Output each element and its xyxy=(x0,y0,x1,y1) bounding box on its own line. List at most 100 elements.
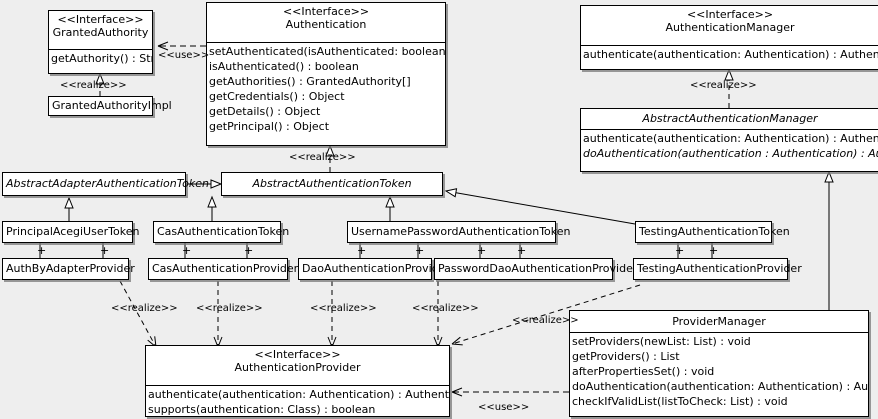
class-cas-authentication-token[interactable]: CasAuthenticationToken xyxy=(153,221,290,243)
class-abstract-authentication-manager[interactable]: AbstractAuthenticationManager authentica… xyxy=(580,108,878,172)
class-name: DaoAuthenticationProvider xyxy=(302,262,450,275)
method: setProviders(newList: List) : void xyxy=(572,335,751,348)
class-header: AbstractAuthenticationToken xyxy=(222,173,442,195)
method: checkIfValidList(listToCheck: List) : vo… xyxy=(572,395,788,408)
class-authentication-provider[interactable]: <<Interface>> AuthenticationProvider aut… xyxy=(145,345,450,417)
class-members: authenticate(authentication: Authenticat… xyxy=(581,46,878,63)
stereotype: <<Interface>> xyxy=(57,13,144,26)
method: isAuthenticated() : boolean xyxy=(209,60,359,73)
class-username-password-authentication-token[interactable]: UsernamePasswordAuthenticationToken xyxy=(347,221,571,243)
class-granted-authority-impl[interactable]: GrantedAuthorityImpl xyxy=(48,96,172,116)
class-name: AbstractAuthenticationToken xyxy=(252,177,412,190)
class-header: PrincipalAcegiUserToken xyxy=(3,222,140,242)
class-members: authenticate(authentication: Authenticat… xyxy=(146,386,449,418)
class-name: PrincipalAcegiUserToken xyxy=(6,225,140,238)
edge-label-use-provider-manager: <<use>> xyxy=(478,402,530,413)
method: getPrincipal() : Object xyxy=(209,120,330,133)
class-name: UsernamePasswordAuthenticationToken xyxy=(351,225,571,238)
class-name: AuthenticationManager xyxy=(665,21,795,34)
association-marker: + xyxy=(415,244,425,257)
class-members: getAuthority() : String xyxy=(49,50,152,67)
edge-label-realize-dao-provider: <<realize>> xyxy=(310,303,377,314)
class-header: AbstractAuthenticationManager xyxy=(581,109,878,130)
class-members: setAuthenticated(isAuthenticated: boolea… xyxy=(207,43,445,135)
class-header: PasswordDaoAuthenticationProvider xyxy=(435,259,638,279)
class-abstract-adapter-authentication-token[interactable]: AbstractAdapterAuthenticationToken xyxy=(2,172,209,196)
association-marker: + xyxy=(709,244,719,257)
class-header: <<Interface>> AuthenticationManager xyxy=(581,6,878,46)
method: doAuthentication(authentication : Authen… xyxy=(583,147,878,160)
class-header: CasAuthenticationProvider xyxy=(149,259,299,279)
class-auth-by-adapter-provider[interactable]: AuthByAdapterProvider xyxy=(2,258,135,280)
class-principal-acegi-user-token[interactable]: PrincipalAcegiUserToken xyxy=(2,221,140,243)
method: authenticate(authentication: Authenticat… xyxy=(583,48,878,61)
stereotype: <<Interface>> xyxy=(282,5,370,18)
class-name: CasAuthenticationProvider xyxy=(152,262,299,275)
class-header: <<Interface>> Authentication xyxy=(207,3,445,43)
class-members: authenticate(authentication: Authenticat… xyxy=(581,130,878,162)
class-name: GrantedAuthorityImpl xyxy=(52,99,172,112)
class-password-dao-authentication-provider[interactable]: PasswordDaoAuthenticationProvider xyxy=(434,258,638,280)
class-granted-authority[interactable]: <<Interface>> GrantedAuthority getAuthor… xyxy=(48,10,153,74)
method: afterPropertiesSet() : void xyxy=(572,365,715,378)
class-name: ProviderManager xyxy=(672,315,766,328)
association-marker: + xyxy=(477,244,487,257)
class-header: ProviderManager xyxy=(570,311,868,333)
class-name: AbstractAdapterAuthenticationToken xyxy=(6,177,209,190)
association-marker: + xyxy=(100,244,110,257)
association-marker: + xyxy=(37,244,47,257)
class-dao-authentication-provider[interactable]: DaoAuthenticationProvider xyxy=(298,258,450,280)
association-marker: + xyxy=(357,244,367,257)
class-header: AbstractAdapterAuthenticationToken xyxy=(3,173,209,195)
method: doAuthentication(authentication: Authent… xyxy=(572,380,868,393)
edge-label-realize-testing-provider: <<realize>> xyxy=(512,315,579,326)
class-name: PasswordDaoAuthenticationProvider xyxy=(438,262,638,275)
class-header: GrantedAuthorityImpl xyxy=(49,97,172,115)
class-name: TestingAuthenticationProvider xyxy=(637,262,802,275)
association-marker: + xyxy=(182,244,192,257)
class-header: CasAuthenticationToken xyxy=(154,222,290,242)
method: authenticate(authentication: Authenticat… xyxy=(148,388,449,401)
association-marker: + xyxy=(244,244,254,257)
class-testing-authentication-provider[interactable]: TestingAuthenticationProvider xyxy=(633,258,802,280)
method: getAuthority() : String xyxy=(51,52,152,65)
class-testing-authentication-token[interactable]: TestingAuthenticationToken xyxy=(635,221,790,243)
class-abstract-authentication-token[interactable]: AbstractAuthenticationToken xyxy=(221,172,443,196)
edge-label-realize-cas-provider: <<realize>> xyxy=(196,303,263,314)
class-cas-authentication-provider[interactable]: CasAuthenticationProvider xyxy=(148,258,299,280)
edge-label-realize-auth-by-adapter: <<realize>> xyxy=(111,303,178,314)
class-members: setProviders(newList: List) : void getPr… xyxy=(570,333,868,410)
class-name: AuthenticationProvider xyxy=(234,361,361,374)
class-header: TestingAuthenticationProvider xyxy=(634,259,802,279)
method: getAuthorities() : GrantedAuthority[] xyxy=(209,75,411,88)
class-name: AuthByAdapterProvider xyxy=(6,262,135,275)
stereotype: <<Interface>> xyxy=(686,8,774,21)
class-name: GrantedAuthority xyxy=(52,26,149,39)
class-header: TestingAuthenticationToken xyxy=(636,222,790,242)
class-header: <<Interface>> GrantedAuthority xyxy=(49,11,152,50)
method: supports(authentication: Class) : boolea… xyxy=(148,403,376,416)
association-marker: + xyxy=(675,244,685,257)
edge-label-realize-abstract-authentication-manager: <<realize>> xyxy=(690,80,757,91)
class-header: <<Interface>> AuthenticationProvider xyxy=(146,346,449,386)
edge-label-realize-abstract-authentication-token: <<realize>> xyxy=(289,152,356,163)
method: authenticate(authentication: Authenticat… xyxy=(583,132,878,145)
class-authentication-manager[interactable]: <<Interface>> AuthenticationManager auth… xyxy=(580,5,878,70)
class-name: Authentication xyxy=(285,18,367,31)
method: getCredentials() : Object xyxy=(209,90,345,103)
class-header: AuthByAdapterProvider xyxy=(3,259,135,279)
association-marker: + xyxy=(517,244,527,257)
stereotype: <<Interface>> xyxy=(254,348,341,361)
edge-label-realize-granted-authority-impl: <<realize>> xyxy=(60,80,127,91)
method: getProviders() : List xyxy=(572,350,680,363)
edge-label-realize-password-dao-provider: <<realize>> xyxy=(412,303,479,314)
method: getDetails() : Object xyxy=(209,105,321,118)
class-header: UsernamePasswordAuthenticationToken xyxy=(348,222,571,242)
class-provider-manager[interactable]: ProviderManager setProviders(newList: Li… xyxy=(569,310,869,417)
class-name: AbstractAuthenticationManager xyxy=(642,112,818,125)
edge-label-use-granted-authority: <<use>> xyxy=(158,50,210,61)
class-name: CasAuthenticationToken xyxy=(157,225,290,238)
class-authentication[interactable]: <<Interface>> Authentication setAuthenti… xyxy=(206,2,446,146)
class-name: TestingAuthenticationToken xyxy=(639,225,790,238)
